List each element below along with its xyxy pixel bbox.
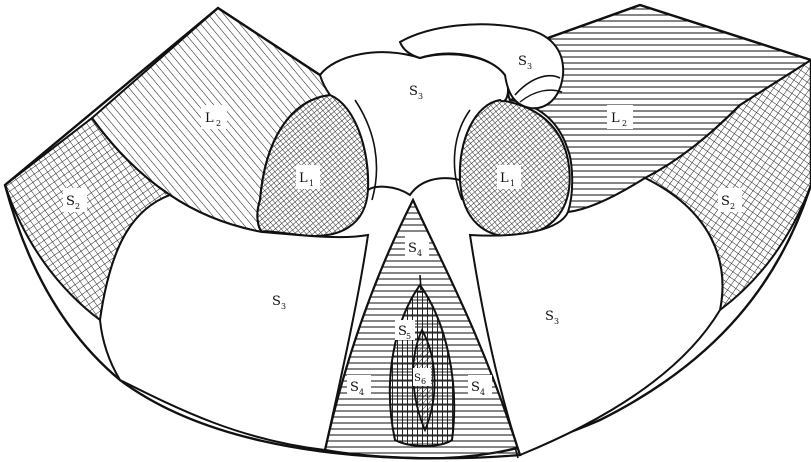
label-text: S xyxy=(471,380,480,395)
label-l2-right: L 2 xyxy=(607,105,633,129)
label-text: S xyxy=(414,373,421,384)
label-subscript: 3 xyxy=(281,302,286,311)
label-text: S xyxy=(409,84,418,99)
label-subscript: 1 xyxy=(309,179,314,188)
label-subscript: 3 xyxy=(418,92,423,101)
label-subscript: 3 xyxy=(554,317,559,326)
label-text: S xyxy=(518,54,527,69)
label-text: S xyxy=(721,194,730,209)
label-subscript: 2 xyxy=(75,202,80,211)
label-subscript: 3 xyxy=(527,62,532,71)
label-subscript: 4 xyxy=(359,388,364,397)
label-subscript: 4 xyxy=(480,388,485,397)
label-text: S xyxy=(545,309,554,324)
label-subscript: 2 xyxy=(730,202,735,211)
label-subscript: 1 xyxy=(510,179,515,188)
label-text: L xyxy=(611,111,620,126)
label-text: S xyxy=(408,241,417,256)
label-l1-right: L 1 xyxy=(497,165,521,189)
label-text: L xyxy=(500,171,509,186)
label-subscript: 2 xyxy=(622,119,627,128)
label-subscript: 6 xyxy=(421,377,426,386)
label-text: L xyxy=(205,111,214,126)
label-text: L xyxy=(299,171,308,186)
label-text: S xyxy=(66,194,75,209)
label-subscript: 2 xyxy=(216,119,221,128)
label-s4-top: S 4 xyxy=(405,236,429,258)
label-s6: S 6 xyxy=(413,368,431,386)
label-s4-left: S 4 xyxy=(347,375,371,397)
label-s4-right: S 4 xyxy=(468,375,492,397)
label-subscript: 4 xyxy=(417,249,422,258)
label-l2-left: L 2 xyxy=(201,105,227,129)
label-text: S xyxy=(272,294,281,309)
label-subscript: 5 xyxy=(406,332,411,341)
label-l1-left: L 1 xyxy=(296,165,320,189)
label-s2-right: S 2 xyxy=(718,188,742,212)
label-s2-left: S 2 xyxy=(63,188,87,212)
label-text: S xyxy=(350,380,359,395)
label-s5: S 5 xyxy=(395,320,415,341)
